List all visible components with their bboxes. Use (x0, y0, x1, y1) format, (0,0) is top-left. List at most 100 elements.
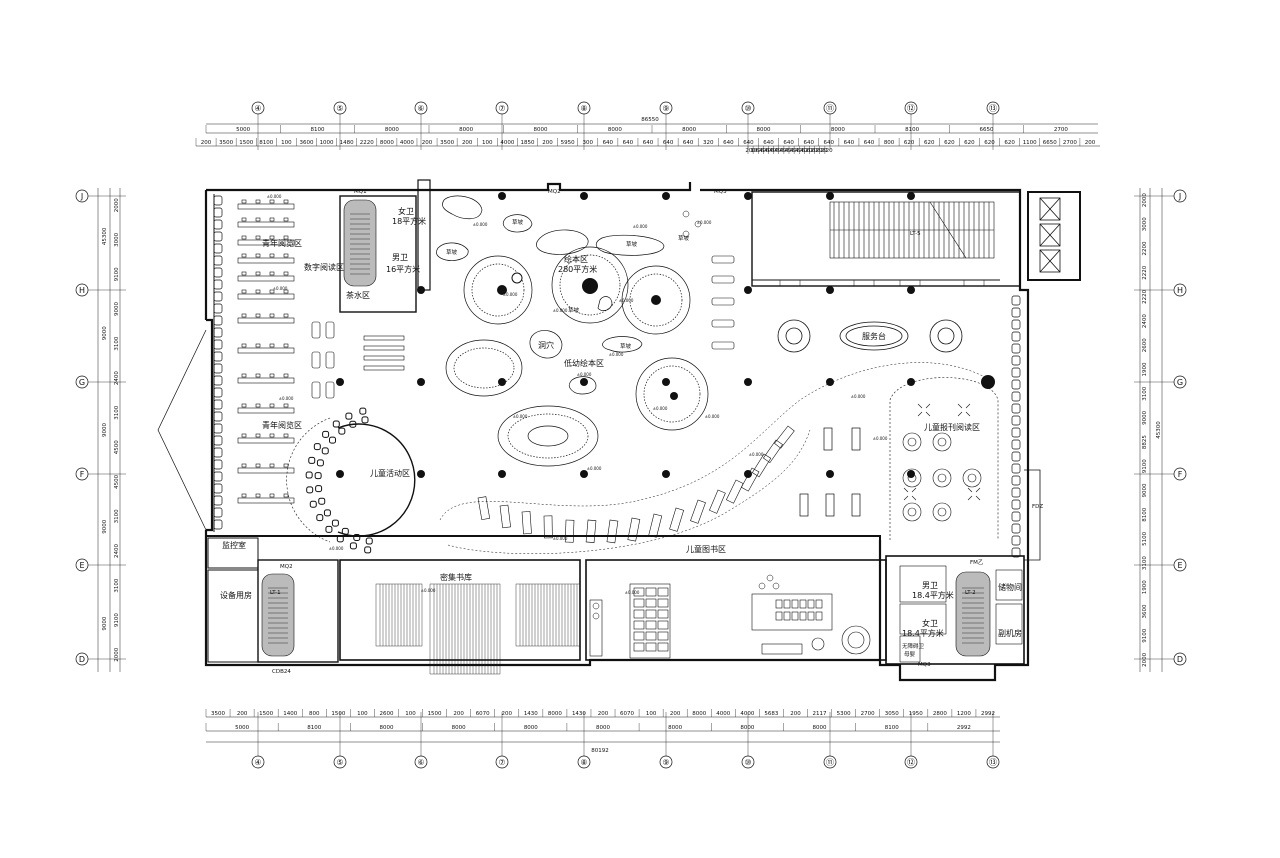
grid-label-top: ⑪ (826, 104, 834, 113)
reading-chair (283, 289, 289, 294)
elevation-mark: ±0.000 (625, 590, 640, 595)
workstation (791, 611, 799, 621)
workstation (775, 599, 783, 609)
window-seat (213, 219, 223, 230)
stair-lt5 (829, 201, 995, 259)
kids-shelf (740, 467, 760, 492)
reading-chair (241, 271, 247, 276)
dim-top-detail: 4000 (500, 140, 514, 146)
picture-book-pillars (497, 272, 678, 400)
dim-left-value: 3000 (114, 232, 120, 246)
window-seat (213, 387, 223, 398)
activity-seat (349, 420, 357, 428)
flower-seat (917, 403, 931, 417)
dim-top-detail: 4000 (400, 140, 414, 146)
window-seat (1011, 307, 1021, 318)
grid-label-right: E (1177, 561, 1182, 570)
workstation (799, 599, 807, 609)
reading-table (237, 221, 295, 228)
kids-shelf (543, 515, 553, 539)
dim-top-detail: 200 (201, 140, 212, 146)
label-male-wc2: 男卫 (922, 581, 938, 590)
label-grass-5: 草坡 (568, 306, 580, 314)
dim-bottom-detail: 2800 (933, 711, 947, 717)
reading-table (237, 467, 295, 474)
decor-dot (592, 612, 600, 620)
youth-reading-tables (237, 199, 405, 504)
label-mq3-low: MQ3 (918, 662, 931, 668)
display-shelf (711, 341, 735, 350)
grid-label-right: J (1178, 192, 1181, 201)
dim-top-subdetail: 640 (771, 148, 782, 154)
elevation-marks: ±0.000±0.000±0.000±0.000±0.000±0.000±0.0… (267, 194, 888, 595)
office-desk (645, 620, 657, 630)
column (744, 286, 752, 294)
reading-table (237, 437, 295, 444)
grid-label-right: H (1177, 286, 1183, 295)
reading-table (237, 407, 295, 414)
grid-label-top: ⑩ (744, 104, 751, 113)
office-desk (633, 642, 645, 652)
dim-bottom-detail: 1430 (572, 711, 586, 717)
column (744, 470, 752, 478)
round-table (932, 502, 952, 522)
reading-chair (241, 235, 247, 240)
kids-shelf (521, 511, 532, 535)
round-table-inner (907, 507, 917, 517)
decor-dot (694, 220, 702, 228)
reading-chair (255, 271, 261, 276)
reading-chair (255, 253, 261, 258)
kids-shelf (627, 517, 641, 542)
label-machine: 副机房 (998, 628, 1022, 638)
activity-seat (323, 509, 331, 517)
reading-chair (241, 313, 247, 318)
reading-table (237, 257, 295, 264)
dim-right-value: 1900 (1142, 580, 1148, 594)
window-seat (1011, 415, 1021, 426)
label-picture-book: 绘本区 (564, 254, 588, 264)
window-seat (1011, 475, 1021, 486)
dim-bottom-value: 8000 (813, 725, 827, 731)
office-desk (633, 631, 645, 641)
office-desk (645, 598, 657, 608)
column (662, 470, 670, 478)
dim-top-detail: 1480 (340, 140, 354, 146)
reading-chair (269, 271, 275, 276)
dim-top-detail: 640 (844, 140, 855, 146)
dim-top-detail: 640 (803, 140, 814, 146)
elevation-mark: ±0.000 (513, 414, 528, 419)
column (580, 378, 588, 386)
reading-chair (241, 217, 247, 222)
dim-top-detail: 200 (1085, 140, 1096, 146)
activity-seat (341, 527, 349, 535)
dim-right: 2000300022002220222024002600190031009000… (1142, 193, 1148, 667)
reading-chair (269, 313, 275, 318)
kids-shelf (648, 513, 663, 538)
label-grass-4: 草坡 (678, 234, 690, 242)
dim-bottom-total: 80192 (591, 748, 609, 754)
dim-bottom-detail: 6070 (476, 711, 490, 717)
activity-seat (315, 485, 323, 493)
window-seat (213, 519, 223, 530)
dim-top-detail: 640 (763, 140, 774, 146)
lounge-seat (325, 351, 335, 369)
kids-shelf (762, 439, 783, 464)
display-shelf (711, 255, 735, 264)
dim-right-value: 9100 (1142, 459, 1148, 473)
stair-left-core (343, 199, 377, 287)
label-low-picture: 低幼绘本区 (564, 358, 604, 368)
reading-chair (283, 271, 289, 276)
rail-segment (779, 279, 801, 287)
round-table (932, 432, 952, 452)
label-fm: FM乙 (970, 559, 984, 566)
window-seat (1011, 391, 1021, 402)
stair-lt5-label: LT-5 (910, 231, 921, 237)
window-seat (1011, 427, 1021, 438)
office-furniture (589, 583, 871, 659)
kids-shelf (606, 519, 619, 544)
window-seat (1011, 523, 1021, 534)
dim-bottom-detail: 8000 (548, 711, 562, 717)
